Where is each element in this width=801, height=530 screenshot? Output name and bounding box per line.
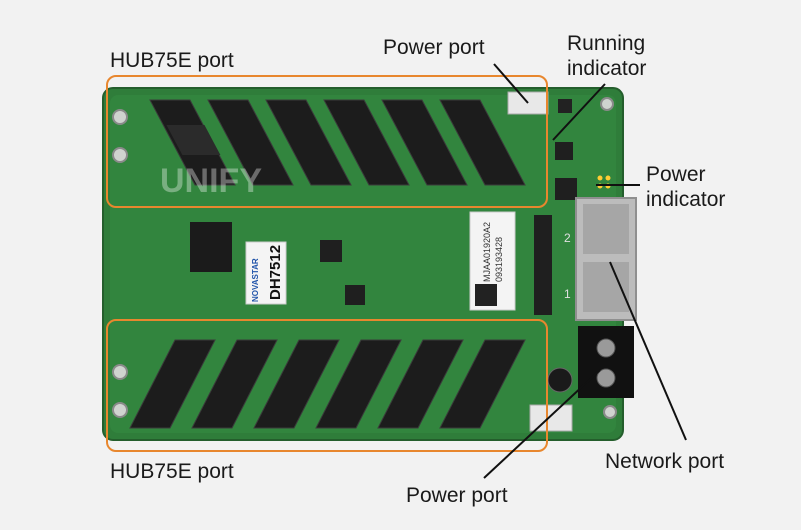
power-port-bottom-label: Power port (406, 484, 508, 507)
chip-small-1 (320, 240, 342, 262)
port-number-2: 2 (564, 231, 571, 245)
network-port-leader (609, 261, 687, 441)
power-port-bottom-connector (529, 404, 573, 432)
power-indicator-line1: Power (646, 163, 706, 186)
model-text: DH7512 (267, 245, 284, 300)
capacitor (547, 367, 573, 393)
pin-header (534, 215, 552, 315)
power-indicator-line2: indicator (646, 188, 726, 211)
running-indicator-line2: indicator (567, 57, 647, 80)
serial-line-1: MJAA01920A2 (482, 222, 492, 282)
hub75e-top-highlight (106, 75, 548, 208)
hub75e-port-bottom-label: HUB75E port (110, 460, 234, 483)
hub75e-connectors-bottom (129, 339, 526, 429)
hub75e-bottom-highlight (106, 319, 548, 452)
running-indicator-line1: Running (567, 32, 646, 55)
power-port-top-label: Power port (383, 36, 485, 59)
chip-small-3 (555, 178, 577, 200)
mounting-holes (112, 97, 617, 419)
chip-small-4 (555, 142, 573, 160)
watermark-text: UNIFY (160, 162, 262, 200)
network-port-label: Network port (605, 450, 725, 473)
main-chip (190, 222, 232, 272)
hub75e-port-top-label: HUB75E port (110, 49, 234, 72)
running-indicator-label: Running indicator (567, 31, 646, 81)
power-port-bottom-leader (483, 369, 601, 479)
model-label (245, 241, 287, 305)
power-indicator-label: Power indicator (646, 162, 725, 212)
hub75e-pins-top (166, 125, 221, 155)
port-number-1: 1 (564, 287, 571, 301)
chip-small-2 (345, 285, 365, 305)
button-switch (558, 99, 572, 113)
leader-lines (483, 63, 687, 479)
qr-code (475, 284, 497, 306)
power-port-top-leader (493, 63, 529, 104)
model-brand-text: NOVASTAR (251, 258, 260, 302)
serial-line-2: 093193428 (494, 237, 504, 282)
running-indicator-leader (552, 83, 606, 141)
